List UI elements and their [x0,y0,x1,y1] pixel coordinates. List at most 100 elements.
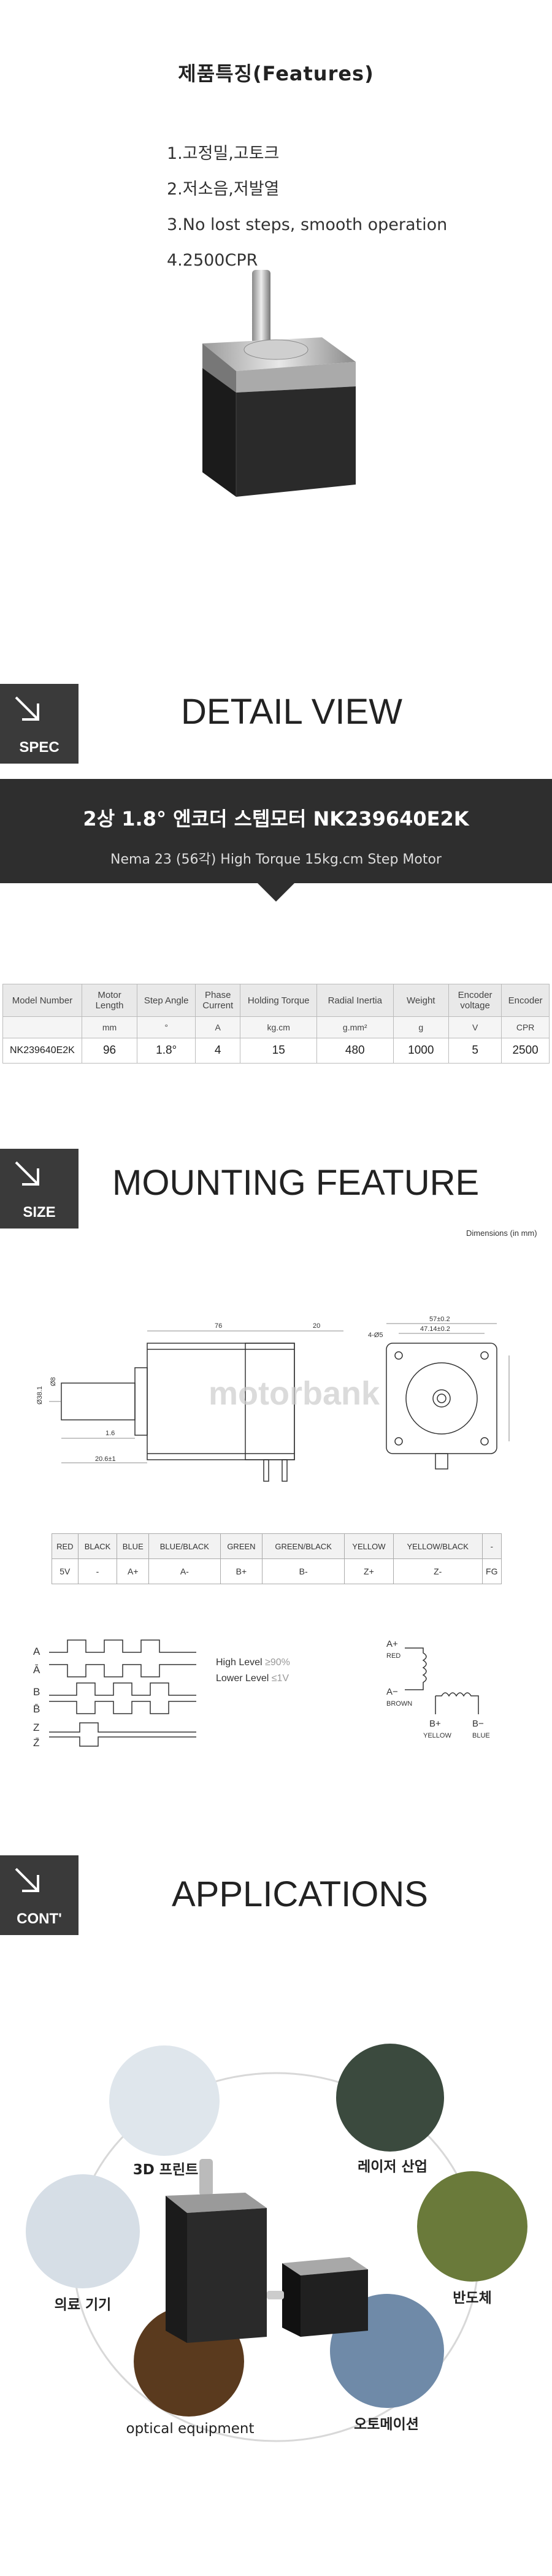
coil-color: BROWN [386,1700,412,1708]
banner-title: 2상 1.8° 엔코더 스텝모터 NK239640E2K [83,807,469,830]
spec-unit [2,1016,82,1038]
timing-signal: Z̄ [33,1737,39,1748]
app-label-laser: 레이저 산업 [358,2159,427,2175]
app-image-3d-print [109,2045,220,2156]
applications-title: APPLICATIONS [172,1874,428,1914]
coil-color: YELLOW [423,1732,451,1739]
app-label-optical: optical equipment [126,2421,255,2437]
spec-unit: mm [81,1016,138,1038]
model-banner [0,779,552,883]
spec-header: Encoder [501,984,550,1017]
dim-label: 57±0.2 [429,1316,450,1323]
spec-header: Motor Length [81,984,138,1017]
spec-unit: ° [137,1016,196,1038]
feature-item: 1.고정밀,고토크 [167,144,280,163]
coil-color: RED [386,1652,401,1660]
wire-color: GREEN [220,1533,263,1559]
timing-diagram: A Ā B B̄ Z Z̄ [33,1639,196,1748]
wire-signal: FG [481,1558,502,1584]
wiring-color-row: RED BLACK BLUE BLUE/BLACK GREEN GREEN/BL… [52,1533,502,1559]
wire-signal: 5V [52,1558,79,1584]
wiring-table: RED BLACK BLUE BLUE/BLACK GREEN GREEN/BL… [52,1533,502,1584]
spec-cell: 4 [194,1038,241,1064]
features-title: 제품특징(Features) [178,62,374,85]
wire-signal: B- [262,1558,345,1584]
coil-diagram: A+ RED A− BROWN B+ YELLOW B− BLUE [386,1639,490,1739]
timing-signal: Ā [33,1664,40,1676]
wire-color: RED [52,1533,79,1559]
wire-signal: Z- [393,1558,483,1584]
spec-header: Weight [393,984,450,1017]
spec-badge: SPEC [0,684,79,764]
dimensions-note: Dimensions (in mm) [466,1229,537,1238]
spec-header: Model Number [2,984,82,1017]
low-level-label: Lower Level ≤1V [216,1673,289,1684]
spec-header: Phase Current [194,984,241,1017]
spec-header-row: Model Number Motor Length Step Angle Pha… [2,984,550,1017]
app-label-medical: 의료 기기 [54,2297,112,2313]
spec-header: Radial Inertia [316,984,394,1017]
feature-item: 3.No lost steps, smooth operation [167,215,448,234]
high-level-text: High Level [216,1657,263,1668]
wire-signal: B+ [220,1558,263,1584]
dim-label: 4-Ø5 [368,1332,383,1339]
cont-badge-label: CONT' [17,1911,62,1927]
dim-label: 47.14±0.2 [420,1325,450,1333]
size-badge-label: SIZE [23,1204,56,1221]
app-label-3d-print: 3D 프린트 [132,2162,199,2178]
features-list: 1.고정밀,고토크 2.저소음,저발열 3.No lost steps, smo… [167,136,447,278]
motor-image [202,270,356,497]
coil-color: BLUE [472,1732,490,1739]
wire-color: GREEN/BLACK [262,1533,345,1559]
spec-cell: 15 [240,1038,317,1064]
spec-cell: NK239640E2K [2,1038,82,1064]
wire-signal: A- [148,1558,221,1584]
spec-header: Step Angle [137,984,196,1017]
timing-signal: A [33,1646,40,1657]
wire-color: YELLOW [343,1533,394,1559]
low-level-value: ≤1V [271,1673,289,1684]
wire-signal: A+ [117,1558,150,1584]
banner-pointer [258,883,294,902]
coil-label: A+ [386,1639,398,1649]
feature-item: 4.2500CPR [167,251,258,270]
spec-cell: 96 [81,1038,138,1064]
timing-signal: Z [33,1722,39,1733]
spec-unit: V [448,1016,502,1038]
wire-color: - [481,1533,502,1559]
wire-color: BLUE [117,1533,150,1559]
app-image-laser [336,2044,444,2152]
coil-label: B− [472,1719,484,1729]
spec-cell: 5 [448,1038,502,1064]
dim-label: 1.6 [105,1430,115,1437]
wiring-signal-row: 5V - A+ A- B+ B- Z+ Z- FG [52,1558,502,1584]
banner-subtitle: Nema 23 (56각) High Torque 15kg.cm Step M… [110,852,442,867]
spec-unit-row: mm ° A kg.cm g.mm² g V CPR [2,1016,550,1038]
coil-label: B+ [429,1719,441,1729]
arrow-icon [15,1161,39,1186]
center-motors-image [166,2159,368,2343]
size-badge: SIZE [0,1149,79,1229]
high-level-value: ≥90% [265,1657,290,1668]
spec-cell: 2500 [501,1038,550,1064]
dim-label: 76 [215,1322,222,1330]
spec-cell: 480 [316,1038,394,1064]
watermark-logo: motorbank [209,1375,380,1412]
cont-badge: CONT' [0,1855,79,1935]
low-level-text: Lower Level [216,1673,269,1684]
spec-table: Model Number Motor Length Step Angle Pha… [2,984,550,1064]
spec-unit: g.mm² [316,1016,394,1038]
mechanical-drawing: 76 20 1.6 20.6±1 Ø38.1 Ø8 57±0.2 47.14±0… [37,1316,510,1482]
dim-label: Ø38.1 [37,1386,44,1405]
spec-header: Encoder voltage [448,984,502,1017]
timing-signal: B [33,1686,40,1698]
arrow-icon [15,1868,39,1892]
spec-unit: CPR [501,1016,550,1038]
app-image-medical [26,2174,140,2288]
spec-unit: g [393,1016,450,1038]
mounting-feature-title: MOUNTING FEATURE [112,1163,480,1203]
wire-color: BLUE/BLACK [148,1533,221,1559]
coil-label: A− [386,1687,398,1697]
wire-color: YELLOW/BLACK [393,1533,483,1559]
spec-unit: kg.cm [240,1016,317,1038]
